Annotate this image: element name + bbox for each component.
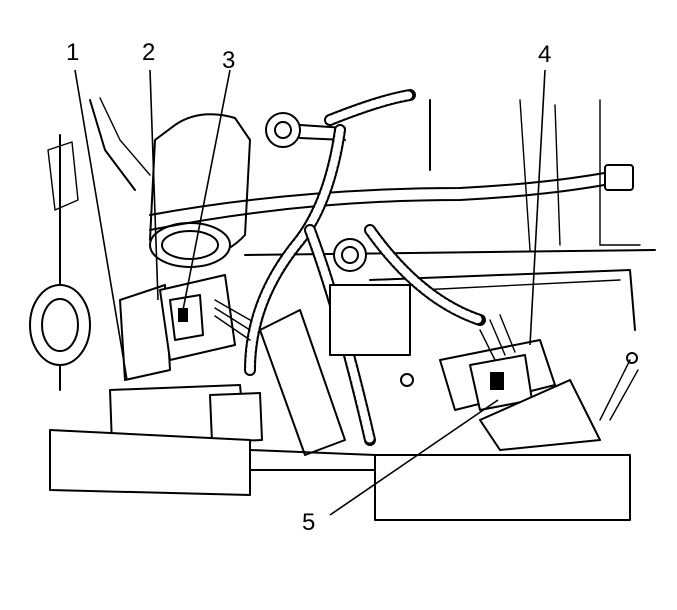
callout-5: 5 [302, 509, 315, 536]
motor-assembly [29, 112, 346, 366]
right-connector [439, 314, 639, 451]
callout-3: 3 [222, 47, 235, 74]
control-module [109, 274, 263, 446]
leader-lines [74, 69, 546, 516]
grommet [259, 238, 414, 456]
callout-4: 4 [538, 41, 551, 68]
floor-rails [49, 429, 631, 521]
wiring-harness [149, 89, 634, 446]
callout-2: 2 [142, 39, 155, 66]
callout-1: 1 [66, 39, 79, 66]
